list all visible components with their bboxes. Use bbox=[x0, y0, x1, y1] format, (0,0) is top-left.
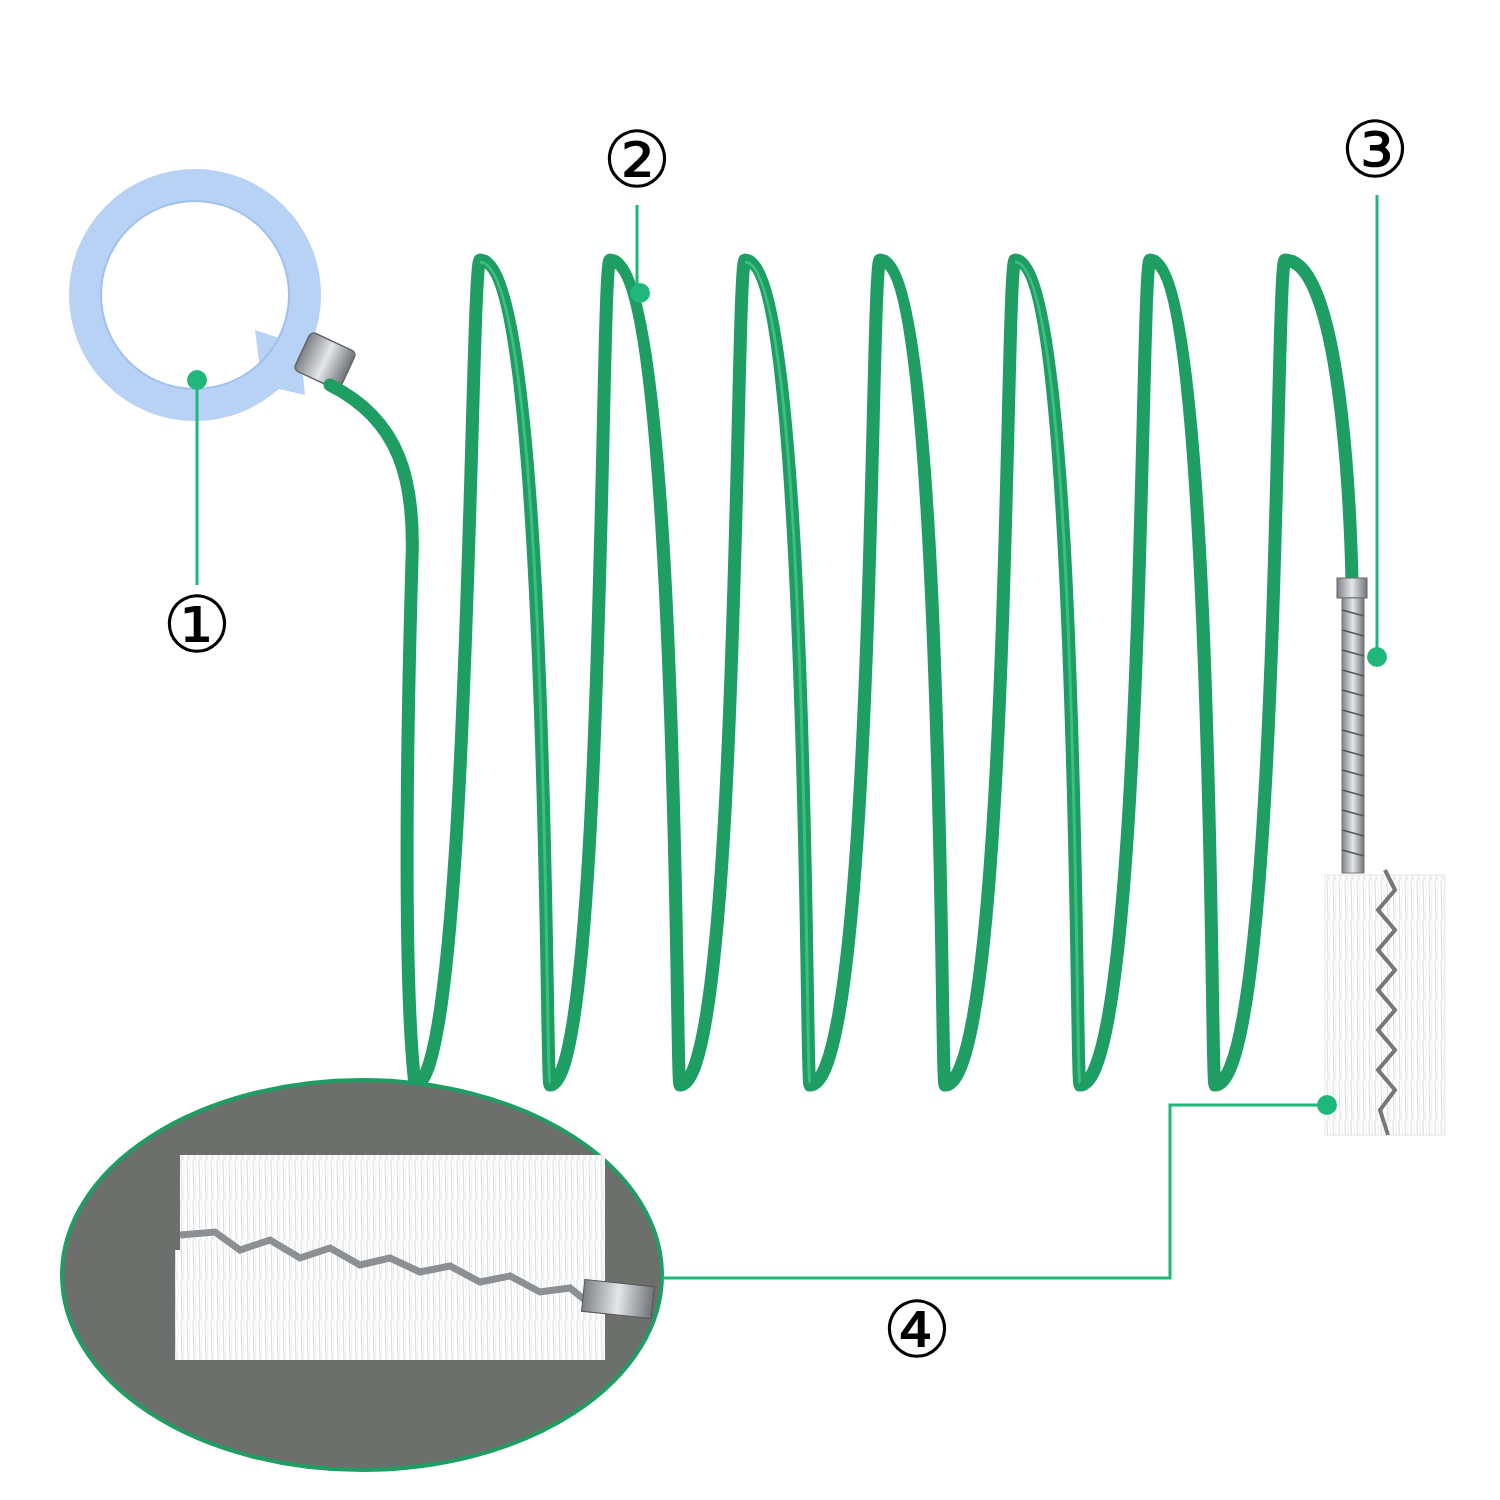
coil-highlight bbox=[480, 262, 1080, 1083]
callout-number: ② bbox=[602, 121, 672, 199]
sleeve-cap bbox=[1337, 578, 1367, 598]
magnified-brush bbox=[62, 1080, 662, 1470]
magnified-bristles-top bbox=[180, 1155, 605, 1250]
magnifier-ellipse bbox=[62, 1080, 662, 1470]
callout-number: ④ bbox=[882, 1291, 952, 1369]
leader-dot bbox=[630, 283, 650, 303]
leader-4 bbox=[662, 1105, 1325, 1278]
magnified-bristles-bottom bbox=[175, 1250, 605, 1360]
leader-2 bbox=[636, 205, 639, 292]
leader-dot bbox=[1317, 1095, 1337, 1115]
handle-inner-edge bbox=[101, 201, 289, 389]
spring-coils bbox=[1342, 610, 1364, 856]
spring-sleeve bbox=[1342, 598, 1364, 873]
magnified-wire bbox=[180, 1232, 585, 1300]
brush-head bbox=[1325, 578, 1445, 1135]
callout-number: ① bbox=[162, 586, 232, 664]
coil-wire bbox=[330, 260, 1352, 1085]
leader-dots bbox=[187, 283, 1387, 1115]
ring-handle bbox=[85, 185, 357, 405]
leader-dot bbox=[1367, 647, 1387, 667]
twisted-wire bbox=[1378, 870, 1395, 1135]
handle-ring bbox=[85, 185, 305, 405]
brush-bristles bbox=[1325, 875, 1445, 1135]
callout-number: ③ bbox=[1340, 111, 1410, 189]
leader-1 bbox=[196, 380, 199, 585]
leader-3 bbox=[1376, 195, 1379, 655]
leader-lines bbox=[197, 195, 1377, 1278]
magnified-spring bbox=[582, 1279, 655, 1318]
leader-dot bbox=[187, 370, 207, 390]
